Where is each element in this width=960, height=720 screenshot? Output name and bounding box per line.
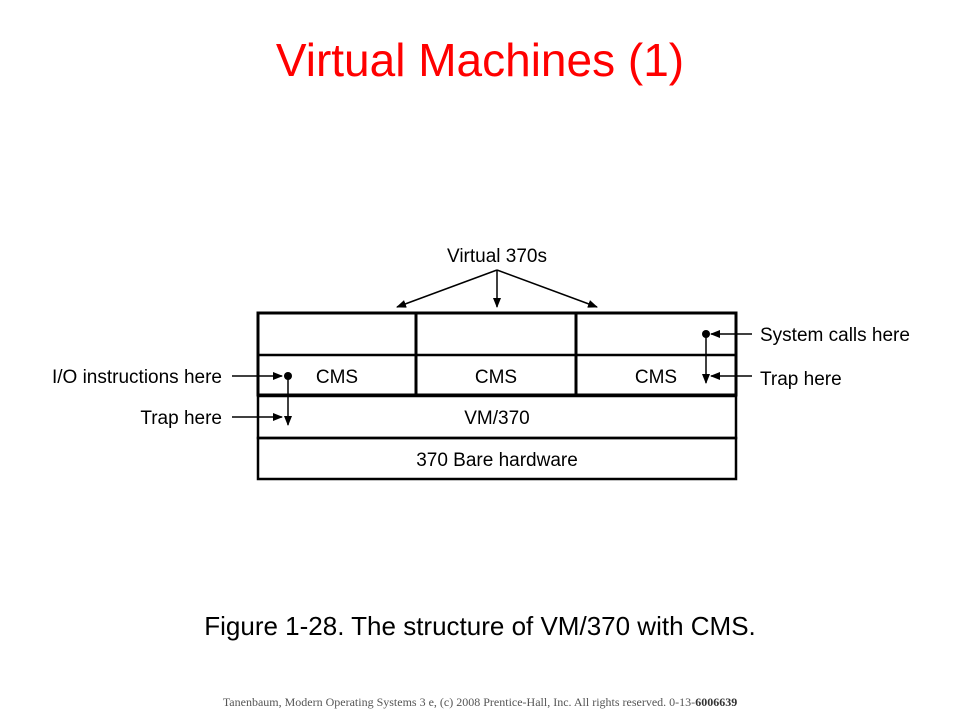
virtual-370s-arrows <box>396 269 598 308</box>
trap-here-left-label: Trap here <box>140 408 222 429</box>
cms-label-left: CMS <box>316 367 358 388</box>
figure-caption: Figure 1-28. The structure of VM/370 wit… <box>204 611 756 641</box>
bare-hardware-label: 370 Bare hardware <box>416 450 578 471</box>
cms-label-middle: CMS <box>475 367 517 388</box>
copyright-text: Tanenbaum, Modern Operating Systems 3 e,… <box>222 695 696 709</box>
arrow-to-right-vm <box>496 269 598 308</box>
cms-label-right: CMS <box>635 367 677 388</box>
system-calls-label: System calls here <box>760 325 910 346</box>
virtual-370s-label: Virtual 370s <box>447 246 547 267</box>
arrow-to-left-vm <box>396 269 498 308</box>
bare-hardware-layer-box <box>256 436 738 481</box>
vm370-label: VM/370 <box>464 408 529 429</box>
isbn-suffix: 6006639 <box>695 695 738 709</box>
io-instructions-label: I/O instructions here <box>52 367 222 388</box>
slide-title: Virtual Machines (1) <box>275 34 685 86</box>
copyright-footer: Tanenbaum, Modern Operating Systems 3 e,… <box>0 694 960 710</box>
trap-here-right-label: Trap here <box>760 369 842 390</box>
